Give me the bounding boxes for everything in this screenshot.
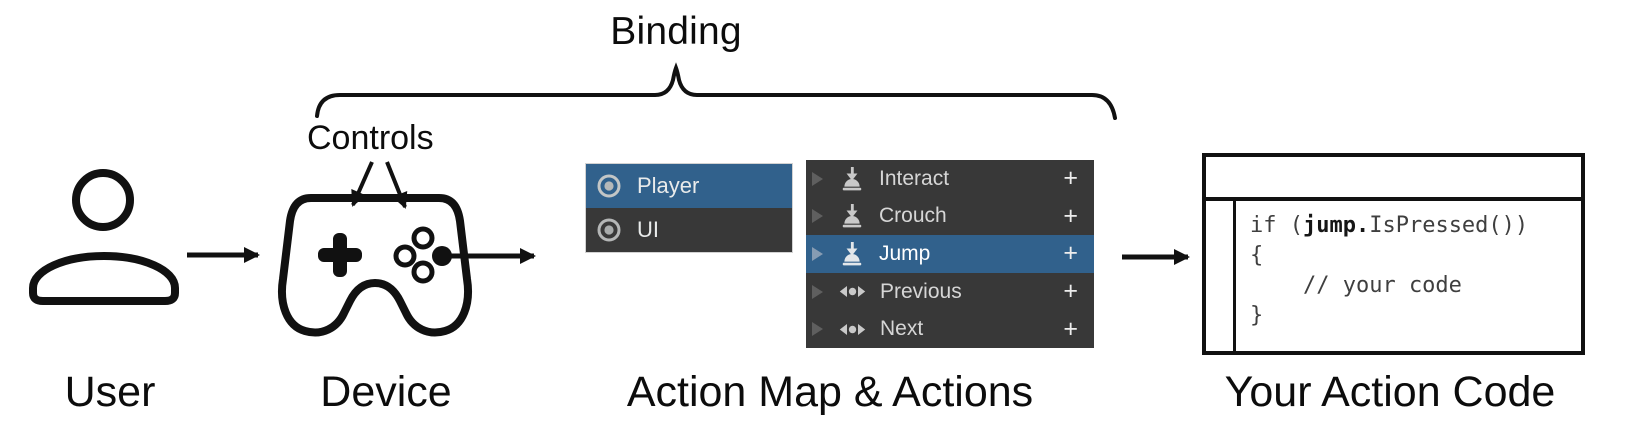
add-binding-button[interactable]: + [1063, 201, 1078, 230]
action-map-label: UI [637, 217, 659, 242]
action-map-label: Player [637, 173, 700, 198]
action-row-interact[interactable]: Interact + [806, 160, 1094, 198]
face-button-west [393, 244, 417, 268]
action-row-jump[interactable]: Jump + [806, 235, 1094, 273]
caption-user: User [64, 368, 156, 416]
caption-device: Device [320, 368, 452, 416]
action-row-crouch[interactable]: Crouch + [806, 197, 1094, 236]
action-label: Jump [879, 241, 931, 265]
controls-label: Controls [307, 119, 434, 157]
caption-action-code: Your Action Code [1224, 368, 1556, 416]
action-row-previous[interactable]: Previous + [806, 272, 1094, 311]
code-line4: } [1250, 303, 1264, 328]
actions-panel: Interact + Crouch + Jump + Previous [806, 160, 1094, 348]
action-map-icon [597, 218, 621, 242]
add-binding-button[interactable]: + [1063, 164, 1078, 193]
arrow-device-to-map [442, 248, 536, 264]
foldout-triangle-icon[interactable] [810, 208, 825, 224]
action-map-row-ui[interactable]: UI [586, 208, 792, 252]
arrow-map-to-code [1122, 249, 1190, 265]
axis-action-icon [839, 286, 866, 298]
user-icon [29, 169, 179, 305]
foldout-triangle-icon[interactable] [810, 171, 825, 187]
face-button-south [411, 260, 435, 284]
foldout-triangle-icon[interactable] [810, 321, 825, 337]
add-binding-button[interactable]: + [1063, 314, 1078, 343]
add-binding-button[interactable]: + [1063, 277, 1078, 306]
foldout-triangle-icon[interactable] [810, 284, 825, 300]
binding-label: Binding [610, 10, 742, 53]
action-label: Crouch [879, 204, 947, 228]
action-map-panel: Player UI [585, 163, 793, 253]
code-window: if (jump.IsPressed()) { // your code } [1202, 153, 1585, 355]
action-label: Next [880, 317, 924, 341]
code-line1: if (jump.IsPressed()) [1250, 213, 1529, 238]
binding-brace [315, 62, 1117, 120]
add-binding-button[interactable]: + [1063, 239, 1078, 268]
axis-action-icon [839, 323, 866, 335]
foldout-triangle-icon[interactable] [810, 246, 825, 262]
action-map-icon [597, 174, 621, 198]
code-window-body: if (jump.IsPressed()) { // your code } [1206, 201, 1581, 351]
action-label: Interact [879, 166, 950, 190]
code-line3: // your code [1250, 273, 1462, 298]
caption-action-map: Action Map & Actions [626, 368, 1034, 416]
action-row-next[interactable]: Next + [806, 310, 1094, 348]
button-action-icon [842, 204, 862, 228]
code-window-titlebar [1206, 157, 1581, 201]
face-button-north [411, 226, 435, 250]
button-action-icon [842, 166, 862, 191]
arrow-user-to-device [187, 247, 260, 263]
button-action-icon [842, 241, 862, 266]
action-label: Previous [880, 279, 962, 303]
code-line2: { [1250, 243, 1264, 268]
action-map-row-player[interactable]: Player [586, 164, 792, 208]
gamepad-icon [278, 194, 472, 337]
code-gutter-divider [1233, 201, 1236, 351]
code-snippet: if (jump.IsPressed()) { // your code } [1250, 211, 1528, 331]
